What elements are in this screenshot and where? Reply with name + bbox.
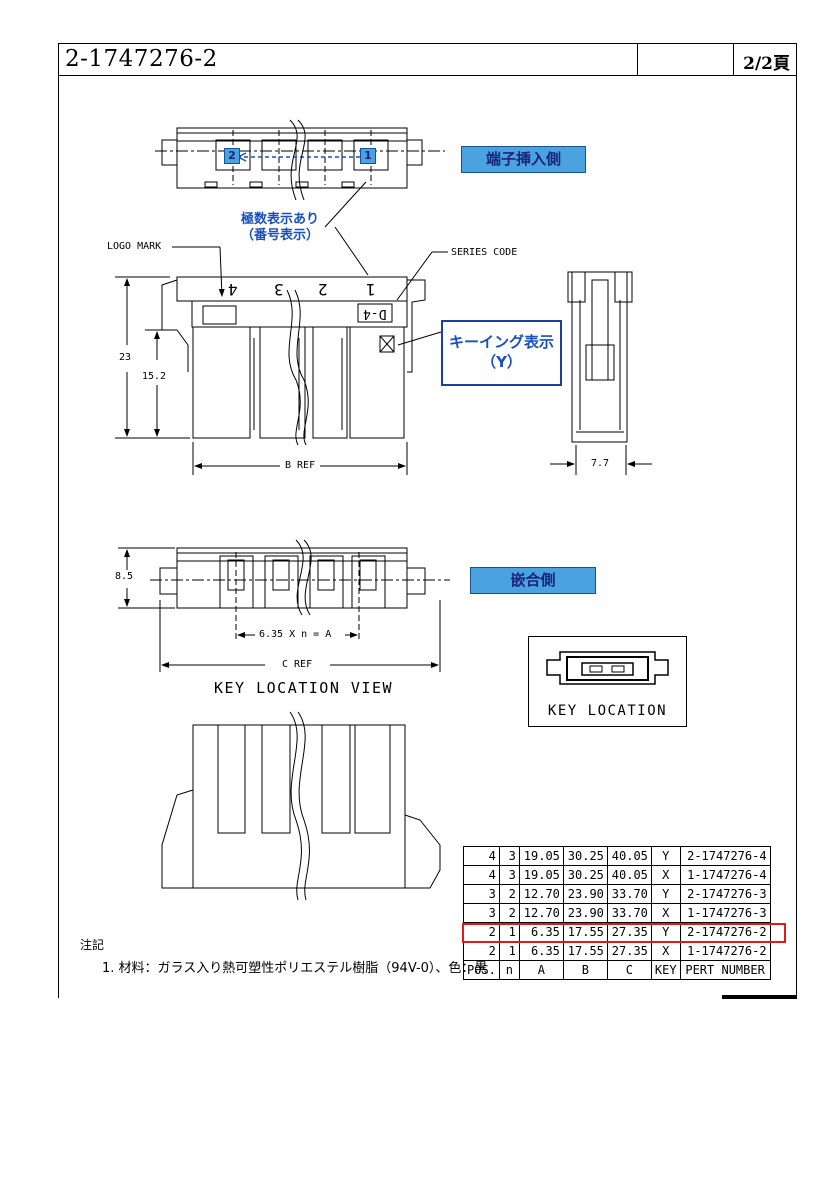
table-cell: 40.05 (606, 846, 652, 866)
table-cell: Y (650, 846, 681, 866)
table-cell: X (650, 903, 681, 923)
table-cell: 1 (498, 941, 520, 961)
dimension-23: 23 (119, 352, 132, 363)
bottom-view (161, 711, 441, 901)
logo-mark-label: LOGO MARK (107, 241, 162, 252)
key-location-label: KEY LOCATION (547, 703, 668, 719)
table-cell: PERT NUMBER (679, 960, 771, 980)
table-cell: 12.70 (518, 903, 564, 923)
page-cell: 2/2頁 (733, 44, 796, 75)
table-cell: 2-1747276-4 (679, 846, 771, 866)
key-location-symbol (546, 651, 669, 685)
table-cell: 23.90 (562, 903, 608, 923)
position-badge-2: 2 (224, 148, 240, 164)
table-cell: 40.05 (606, 865, 652, 885)
highlighted-row-marker (462, 923, 786, 943)
table-cell: POS. (463, 960, 500, 980)
title-block: 2-1747276-2 2/2頁 (58, 43, 797, 76)
table-cell: 6.35 (518, 941, 564, 961)
position-mark-1: 1 (366, 280, 376, 299)
table-cell: KEY (650, 960, 681, 980)
mating-side-label: 嵌合側 (470, 567, 596, 594)
series-code-mark: D-4 (363, 306, 387, 321)
table-cell: 12.70 (518, 884, 564, 904)
position-mark-2: 2 (318, 280, 328, 299)
front-view (115, 276, 426, 475)
top-view (155, 119, 445, 201)
table-cell: n (498, 960, 520, 980)
table-cell: 3 (498, 846, 520, 866)
polarity-display-note: 極数表示あり （番号表示） (240, 212, 319, 243)
table-cell: 1-1747276-4 (679, 865, 771, 885)
key-location-box: KEY LOCATION (528, 636, 687, 727)
title-empty-cell (637, 44, 734, 75)
table-cell: 27.35 (606, 941, 652, 961)
table-cell: 2 (498, 884, 520, 904)
table-cell: 17.55 (562, 941, 608, 961)
table-cell: 4 (463, 865, 500, 885)
part-number-title: 2-1747276-2 (65, 46, 218, 72)
table-cell: 4 (463, 846, 500, 866)
table-cell: 30.25 (562, 846, 608, 866)
position-badge-1: 1 (360, 148, 376, 164)
keying-display-note: キーイング表示 （Y） (441, 320, 562, 386)
table-cell: 33.70 (606, 903, 652, 923)
dimension-15-2: 15.2 (142, 371, 167, 382)
table-cell: 3 (498, 865, 520, 885)
table-cell: 2-1747276-3 (679, 884, 771, 904)
table-cell: 30.25 (562, 865, 608, 885)
dimension-pitch: 6.35 X n = A (259, 629, 332, 640)
dimension-c-ref: C REF (282, 659, 313, 670)
table-cell: 3 (463, 903, 500, 923)
table-cell: 1-1747276-3 (679, 903, 771, 923)
position-mark-4: 4 (228, 280, 238, 299)
table-cell: B (562, 960, 608, 980)
table-cell: 33.70 (606, 884, 652, 904)
table-cell: C (606, 960, 652, 980)
table-cell: 1-1747276-2 (679, 941, 771, 961)
table-cell: X (650, 941, 681, 961)
mating-view (118, 539, 450, 672)
table-cell: A (518, 960, 564, 980)
table-cell: 19.05 (518, 846, 564, 866)
dimension-7-7: 7.7 (591, 458, 610, 469)
series-code-label: SERIES CODE (451, 247, 518, 258)
page-number: 2/2頁 (743, 54, 790, 74)
notes-item-1: 1. 材料：ガラス入り熱可塑性ポリエステル樹脂（94V-0）、色：黒 (102, 961, 488, 976)
terminal-insertion-side-label: 端子挿入側 (461, 146, 586, 173)
dimension-8-5: 8.5 (115, 571, 134, 582)
side-view (550, 271, 652, 475)
table-cell: 23.90 (562, 884, 608, 904)
position-mark-3: 3 (274, 280, 284, 299)
table-cell: X (650, 865, 681, 885)
table-cell: Y (650, 884, 681, 904)
table-cell: 2 (498, 903, 520, 923)
bottom-edge-bar (722, 995, 797, 999)
table-cell: 19.05 (518, 865, 564, 885)
dimension-b-ref: B REF (285, 460, 316, 471)
key-location-view-title: KEY LOCATION VIEW (214, 679, 394, 697)
notes-heading: 注記 (80, 938, 105, 952)
table-cell: 3 (463, 884, 500, 904)
